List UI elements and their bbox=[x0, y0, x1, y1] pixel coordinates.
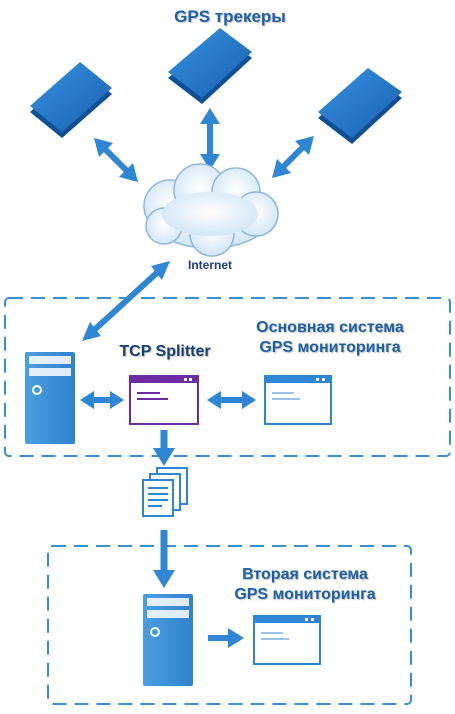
main-system-frame bbox=[4, 297, 451, 457]
arrow-second-server-window bbox=[208, 628, 244, 648]
second-server-icon bbox=[143, 594, 193, 686]
second-system-label-line2: GPS мониторинга bbox=[234, 586, 376, 603]
internet-label: Internet bbox=[187, 258, 232, 272]
main-server-icon bbox=[25, 352, 75, 444]
arrow-documents-second-server bbox=[153, 530, 175, 588]
tcp-splitter-label: TCP Splitter bbox=[119, 343, 211, 360]
tcp-splitter-window-icon bbox=[129, 375, 199, 425]
main-system-label-line1: Основная система bbox=[256, 319, 404, 336]
main-system-label: Основная система GPS мониторинга bbox=[225, 318, 435, 358]
second-monitoring-window-icon bbox=[253, 615, 321, 665]
arrow-splitter-main-system bbox=[207, 391, 256, 409]
gps-tracker-right bbox=[318, 68, 402, 144]
second-system-label: Вторая система GPS мониторинга bbox=[205, 565, 405, 605]
internet-cloud-icon bbox=[143, 163, 279, 257]
main-monitoring-window-icon bbox=[264, 375, 332, 425]
second-system-label-line1: Вторая система bbox=[242, 566, 368, 583]
gps-tracker-center bbox=[168, 28, 252, 104]
arrow-right-tracker-cloud bbox=[272, 136, 314, 178]
gps-tracker-left bbox=[30, 62, 112, 138]
arrow-left-tracker-cloud bbox=[94, 138, 138, 182]
arrow-server-splitter bbox=[80, 391, 124, 409]
arrow-center-tracker-cloud bbox=[200, 108, 220, 170]
arrow-cloud-server bbox=[82, 261, 170, 341]
documents-stack-icon bbox=[142, 467, 188, 517]
second-system-frame bbox=[47, 545, 412, 705]
main-system-label-line2: GPS мониторинга bbox=[259, 339, 401, 356]
trackers-title: GPS трекеры bbox=[174, 7, 286, 26]
arrow-splitter-documents bbox=[153, 430, 175, 466]
